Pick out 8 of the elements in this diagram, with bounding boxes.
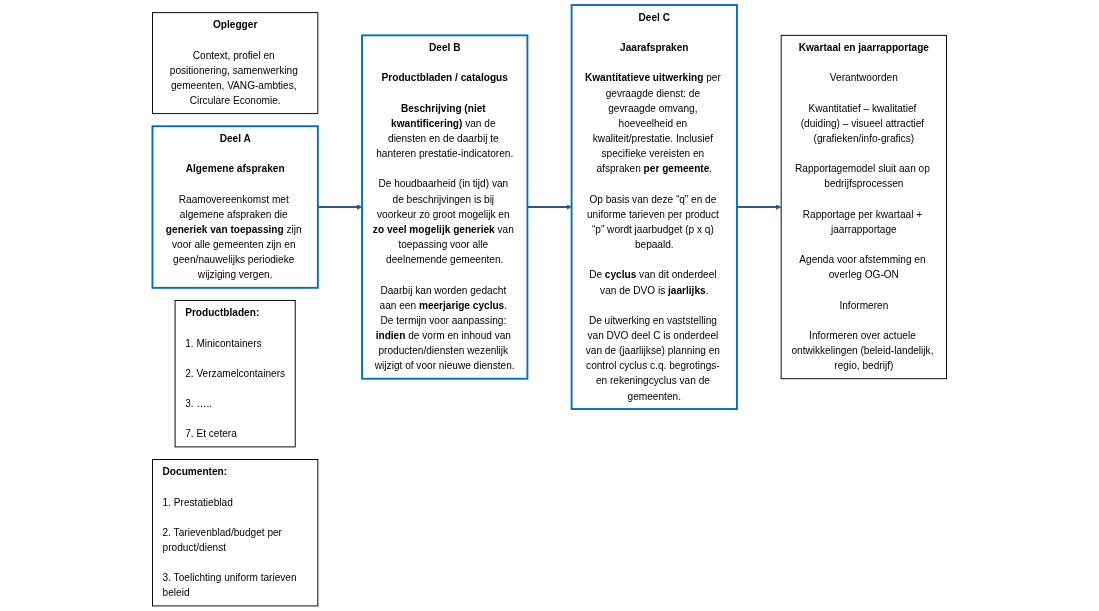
arrow <box>736 204 782 210</box>
node-box: Documenten: 1. Prestatieblad 2. Tarievenblad/budget per product/dienst 3. Toelichting uniform tarieven beleid <box>152 459 319 607</box>
node-box: Deel B Productbladen / catalogus Beschrijving (niet kwantificering) van de diensten en de daarbij te hanteren prestatie-indicatoren. De houdbaarheid (in tijd) van de beschrijvingen is bij voorkeur zo groot mogelijk en zo veel mogelijk generiek van toepassing voor alle deelnemende gemeenten. Daarbij kan worden gedacht aan een meerjarige cyclus. De termijn voor aanpassing: indien de vorm en inhoud van producten/diensten wezenlijk wijzigt of voor nieuwe diensten. <box>361 34 529 380</box>
node-box: Kwartaal en jaarrapportage Verantwoorden Kwantitatief – kwalitatief (duiding) – visueel attractief (grafieken/info-grafics) Rapportagemodel sluit aan op bedrijfsprocessen Rapportage per kwartaal + jaarrapportage Agenda voor afstemming en overleg OG-ON Informeren Informeren over actuele ontwikkelingen (beleid-landelijk, regio, bedrijf) <box>780 34 947 380</box>
node-box: Deel C Jaarafspraken Kwantitatieve uitwerking per gevraagde dienst: de gevraagde omvang, hoeveelheid en kwaliteit/prestatie. Inclusief specifieke vereisten en afspraken per gemeente. Op basis van deze “q” en de uniforme tarieven per product “p” wordt jaarbudget (p x q) bepaald. De cyclus van dit onderdeel van de DVO is jaarlijks. De uitwerking en vaststelling van DVO deel C is onderdeel van de (jaarlijkse) planning en control cyclus c.q. begrotings- en rekeningcyclus van de gemeenten. <box>570 4 738 410</box>
node-box: Oplegger Context, profiel en positionering, samenwerking gemeenten, VANG-ambties, Circulare Economie. <box>152 12 319 115</box>
node-box: Productbladen: 1. Minicontainers 2. Verzamelcontainers 3. ….. 7. Et cetera <box>174 299 296 448</box>
node-box: Deel A Algemene afspraken Raamovereenkomst met algemene afspraken die generiek van toepassing zijn voor alle gemeenten zijn en geen/nauwelijks periodieke wijziging vergen. <box>151 125 319 289</box>
